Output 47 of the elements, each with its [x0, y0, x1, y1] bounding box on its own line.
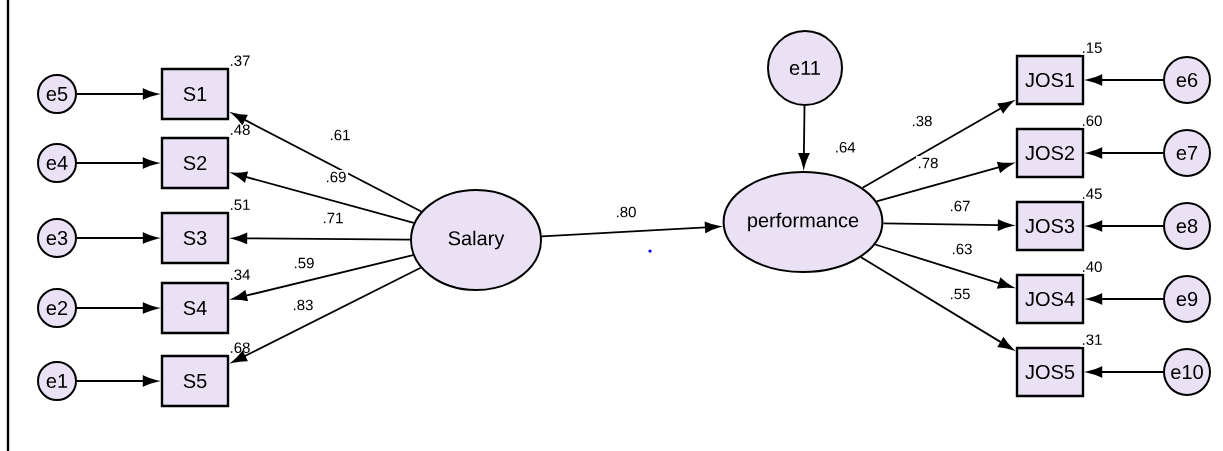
value-label: .37 [228, 53, 253, 68]
arrow [232, 232, 411, 244]
edge-label: .67 [948, 199, 973, 213]
indicator-box: JOS4 [1015, 273, 1085, 325]
arrow [1087, 74, 1164, 86]
indicator-box: JOS1 [1015, 54, 1085, 106]
indicator-box: JOS2 [1015, 127, 1085, 179]
edge-label: .55 [948, 287, 973, 301]
arrow [76, 88, 158, 100]
edge-label: .61 [327, 128, 353, 142]
arrow [232, 254, 414, 301]
arrow [1087, 147, 1164, 159]
arrow [76, 157, 158, 169]
arrow [76, 232, 158, 244]
arrow [798, 105, 810, 168]
value-label: .15 [1080, 40, 1105, 55]
value-label: .34 [228, 267, 253, 282]
arrow [76, 302, 158, 314]
edge-label: .78 [916, 156, 941, 170]
value-label: .45 [1080, 186, 1105, 201]
arrow [875, 161, 1013, 203]
arrow [860, 256, 1014, 350]
arrow [874, 243, 1013, 289]
edge-label: .59 [292, 256, 317, 270]
arrow [232, 266, 422, 363]
arrow [1087, 366, 1164, 378]
value-label: .40 [1080, 259, 1105, 274]
arrow [861, 100, 1014, 189]
indicator-box: S3 [160, 211, 230, 265]
arrow [76, 375, 158, 387]
edge-label: .38 [910, 114, 935, 128]
indicator-box: JOS3 [1015, 200, 1085, 252]
edge-label: .83 [291, 298, 316, 312]
edge-label: .63 [950, 242, 975, 256]
indicator-box: S5 [160, 354, 230, 408]
indicator-box: S1 [160, 67, 230, 121]
edge-label: .80 [614, 205, 639, 219]
arrow [1087, 293, 1164, 305]
value-label: .68 [228, 340, 253, 355]
indicator-box: JOS5 [1015, 346, 1085, 398]
indicator-box: S4 [160, 281, 230, 335]
indicator-box: S2 [160, 136, 230, 190]
value-label: .31 [1080, 332, 1105, 347]
arrow [1087, 220, 1164, 232]
value-label: .64 [836, 142, 856, 153]
value-label: .48 [228, 122, 253, 137]
value-label: .60 [1080, 113, 1105, 128]
